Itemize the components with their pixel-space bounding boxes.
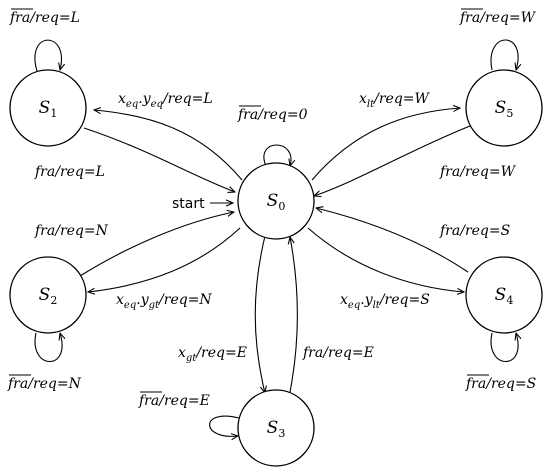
- edge-s0-to-s1: [94, 110, 243, 181]
- label-s0-to-s2: xeq.ygt/req=N: [116, 292, 212, 311]
- edge-s3-to-s0: [290, 237, 299, 393]
- label-s3-to-s0: fra/req=E: [302, 345, 374, 361]
- start-label: start: [172, 196, 205, 212]
- edge-s5-to-s0: [314, 125, 471, 196]
- self-loop-s5: [490, 39, 518, 70]
- label-s0-to-s1: xeq.yeq/req=L: [118, 91, 213, 110]
- state-s2-label: S2: [39, 285, 58, 307]
- state-s0-label: S0: [267, 191, 286, 213]
- edge-s2-to-s0: [79, 212, 234, 277]
- state-s4: [465, 256, 543, 334]
- label-s0-to-s5: xlt/req=W: [359, 91, 431, 110]
- label-s5-self: fra/req=W: [459, 10, 537, 26]
- label-s1-self: fra/req=L: [9, 10, 80, 26]
- state-s2: [9, 256, 87, 334]
- edge-s0-to-s5: [311, 108, 460, 181]
- edge-s0-to-s3: [254, 235, 265, 393]
- state-s1: [9, 69, 87, 147]
- edge-s0-to-s4: [307, 227, 464, 292]
- self-loop-s3: [209, 415, 239, 436]
- state-s3-label: S3: [267, 418, 286, 440]
- edge-s1-to-s0: [83, 127, 235, 192]
- state-s1-label: S1: [39, 98, 58, 120]
- edge-s0-to-s2: [88, 227, 241, 292]
- edge-s4-to-s0: [316, 208, 469, 273]
- self-loop-s1: [34, 39, 62, 71]
- state-s5-label: S5: [495, 98, 514, 120]
- self-loop-s0: [263, 144, 291, 166]
- label-s0-to-s4: xeq.ylt/req=S: [340, 292, 430, 311]
- self-loop-s2: [34, 333, 62, 363]
- label-s4-to-s0: fra/req=S: [439, 223, 510, 239]
- label-s0-self: fra/req=0: [237, 107, 308, 123]
- self-loop-s4: [490, 333, 518, 363]
- label-s4-self: fra/req=S: [465, 376, 536, 392]
- label-s1-to-s0: fra/req=L: [34, 164, 105, 180]
- state-s5: [465, 69, 543, 147]
- label-s2-self: fra/req=N: [7, 376, 82, 392]
- label-s5-to-s0: fra/req=W: [439, 164, 517, 180]
- state-s0: [237, 162, 315, 240]
- state-s3: [237, 389, 315, 467]
- label-s3-self: fra/req=E: [138, 393, 210, 409]
- label-s2-to-s0: fra/req=N: [34, 223, 109, 239]
- state-s4-label: S4: [495, 285, 514, 307]
- label-s0-to-s3: xgt/req=E: [178, 345, 247, 364]
